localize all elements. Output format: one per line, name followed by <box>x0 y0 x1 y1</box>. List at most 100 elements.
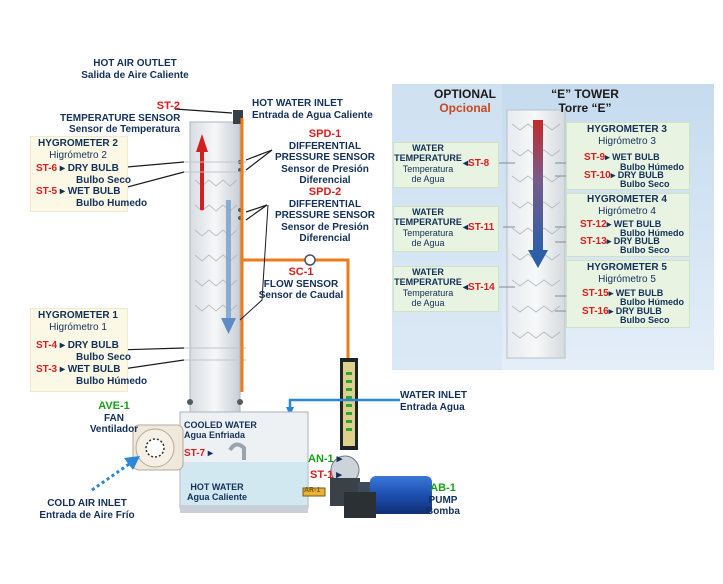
hygrometer4-title: HYGROMETER 4 Higrómetro 4 <box>566 194 688 217</box>
sc1-label: SC-1 FLOW SENSOR Sensor de Caudal <box>246 266 356 302</box>
st7-item: ST-7 ▸ <box>184 448 213 459</box>
hot-water-inlet-es: Entrada de Agua Caliente <box>252 109 373 121</box>
hygrometer3-box <box>566 122 690 190</box>
spd2-line3: Sensor de Presión <box>281 221 369 233</box>
spd2-line4: Diferencial <box>299 233 351 245</box>
ar1-tag: AR-1 <box>304 487 321 494</box>
cold-air-inlet-es: Entrada de Aire Frío <box>39 509 135 521</box>
water-temp-2-l1: WATER <box>412 207 444 217</box>
st16-item: ST-16▸ DRY BULB <box>582 306 662 317</box>
pump-label: AB-1 PUMP Bomba <box>418 482 468 518</box>
sc1-en: FLOW SENSOR <box>263 278 339 290</box>
water-inlet-label: WATER INLET Entrada Agua <box>400 390 467 413</box>
water-temp-box-1 <box>393 142 499 188</box>
st3-item: ST-3 ▸ WET BULB <box>36 364 121 375</box>
cooled-water-label: COOLED WATER Agua Enfriada <box>184 420 257 441</box>
st5-es: Bulbo Humedo <box>76 198 148 209</box>
st9-tag: ST-9 <box>584 152 606 163</box>
water-temp-box-3 <box>393 266 499 312</box>
spd2-line2: PRESSURE SENSOR <box>274 210 376 222</box>
st6-es: Bulbo Seco <box>76 175 132 186</box>
pump-en: PUMP <box>428 494 458 506</box>
st11-item: ◂ST-11 <box>463 222 495 233</box>
optional-label: OPTIONAL Opcional <box>420 87 510 116</box>
st4-es: Bulbo Seco <box>76 352 132 363</box>
st3-en: WET BULB <box>67 364 121 375</box>
st9-en: WET BULB <box>612 152 660 162</box>
water-temp-1-l2: TEMPERATURE <box>394 153 462 164</box>
water-down-arrow <box>221 318 236 334</box>
hot-water-inlet-en: HOT WATER INLET <box>252 98 343 109</box>
st16-tag: ST-16 <box>582 306 609 317</box>
hot-air-outlet-label: HOT AIR OUTLET Salida de Aire Caliente <box>60 58 210 81</box>
st1-item: ST-1 ▸ <box>310 469 342 481</box>
water-temp-3-l3: Temperatura <box>402 287 454 298</box>
st4-tag: ST-4 <box>36 340 58 351</box>
hygrometer2-title: HYGROMETER 2 Higrómetro 2 <box>30 138 126 161</box>
hygrometer1-title: HYGROMETER 1 Higrómetro 1 <box>30 310 126 333</box>
hot-air-arrow <box>196 134 208 152</box>
sc1-es: Sensor de Caudal <box>258 290 344 302</box>
water-temp-1-l4: de Agua <box>411 174 445 185</box>
hot-air-outlet-es: Salida de Aire Caliente <box>81 69 189 81</box>
water-temp-1-l3: Temperatura <box>402 163 454 174</box>
st6-tag: ST-6 <box>36 163 58 174</box>
water-temp-1-l1: WATER <box>412 143 444 153</box>
hot-water-es: Agua Caliente <box>186 492 247 503</box>
st5-en: WET BULB <box>67 186 121 197</box>
flow-sensor-icon <box>304 254 316 266</box>
st13-tag: ST-13 <box>580 236 607 247</box>
hot-water-en: HOT WATER <box>190 482 244 492</box>
pump-tag: AB-1 <box>430 482 456 494</box>
e-tower-label: “E” TOWER Torre “E” <box>540 87 630 116</box>
st5-item: ST-5 ▸ WET BULB <box>36 186 121 197</box>
st8-item: ◂ST-8 <box>463 158 490 169</box>
hygrometer3-title: HYGROMETER 3 Higrómetro 3 <box>566 124 688 147</box>
st6-item: ST-6 ▸ DRY BULB <box>36 163 119 174</box>
st4-item: ST-4 ▸ DRY BULB <box>36 340 119 351</box>
hygrometer5-title-en: HYGROMETER 5 <box>586 262 667 273</box>
hygrometer4-box <box>566 193 690 257</box>
st1-tag: ST-1 <box>310 469 334 481</box>
st5-tag: ST-5 <box>36 186 58 197</box>
st3-tag: ST-3 <box>36 364 58 375</box>
st9-item: ST-9▸ WET BULB <box>584 152 660 163</box>
cooled-water-en: COOLED WATER <box>184 420 257 430</box>
st10-es: Bulbo Seco <box>620 179 670 189</box>
hygrometer4-title-es: Higrómetro 4 <box>598 205 656 217</box>
st2-label: ST-2 TEMPERATURE SENSOR Sensor de Temper… <box>60 100 180 136</box>
sc1-tag: SC-1 <box>288 266 314 278</box>
spd2-label: SPD-2 DIFFERENTIAL PRESSURE SENSOR Senso… <box>270 186 380 245</box>
st16-es: Bulbo Seco <box>620 315 670 325</box>
water-temp-2-l4: de Agua <box>411 238 445 249</box>
st7-tag: ST-7 <box>184 448 206 459</box>
st12-tag: ST-12 <box>580 219 607 230</box>
st14-item: ◂ST-14 <box>463 282 495 293</box>
hygrometer2-box <box>30 136 128 212</box>
main-tower <box>189 121 241 413</box>
st11-tag: ST-11 <box>468 222 495 233</box>
water-temp-1-text: WATER TEMPERATURE Temperatura de Agua <box>393 143 463 184</box>
e-tower-flow-arrow <box>533 120 543 250</box>
st3-es: Bulbo Húmedo <box>76 376 148 387</box>
fan-en: FAN <box>104 412 124 424</box>
st2-en: TEMPERATURE SENSOR <box>60 112 181 124</box>
hygrometer1-title-en: HYGROMETER 1 <box>37 310 118 321</box>
pump-es: Bomba <box>426 506 460 518</box>
hot-water-label: HOT WATER Agua Caliente <box>182 482 252 503</box>
st13-en: DRY BULB <box>613 236 660 246</box>
st2-tag: ST-2 <box>156 100 180 112</box>
optional-es: Opcional <box>439 100 491 115</box>
hygrometer3-title-es: Higrómetro 3 <box>598 135 656 147</box>
st4-en: DRY BULB <box>67 340 119 351</box>
fan-label: AVE-1 FAN Ventilador <box>84 400 144 436</box>
hygrometer5-title-es: Higrómetro 5 <box>598 273 656 285</box>
st12-item: ST-12▸ WET BULB <box>580 219 662 230</box>
hygrometer2-title-es: Higrómetro 2 <box>49 149 107 161</box>
st9-es: Bulbo Húmedo <box>620 162 684 172</box>
water-inlet-en: WATER INLET <box>400 390 468 401</box>
st15-item: ST-15▸ WET BULB <box>582 288 664 299</box>
spd1-line4: Diferencial <box>299 175 351 187</box>
hygrometer4-title-en: HYGROMETER 4 <box>586 194 667 205</box>
st8-tag: ST-8 <box>468 158 490 169</box>
